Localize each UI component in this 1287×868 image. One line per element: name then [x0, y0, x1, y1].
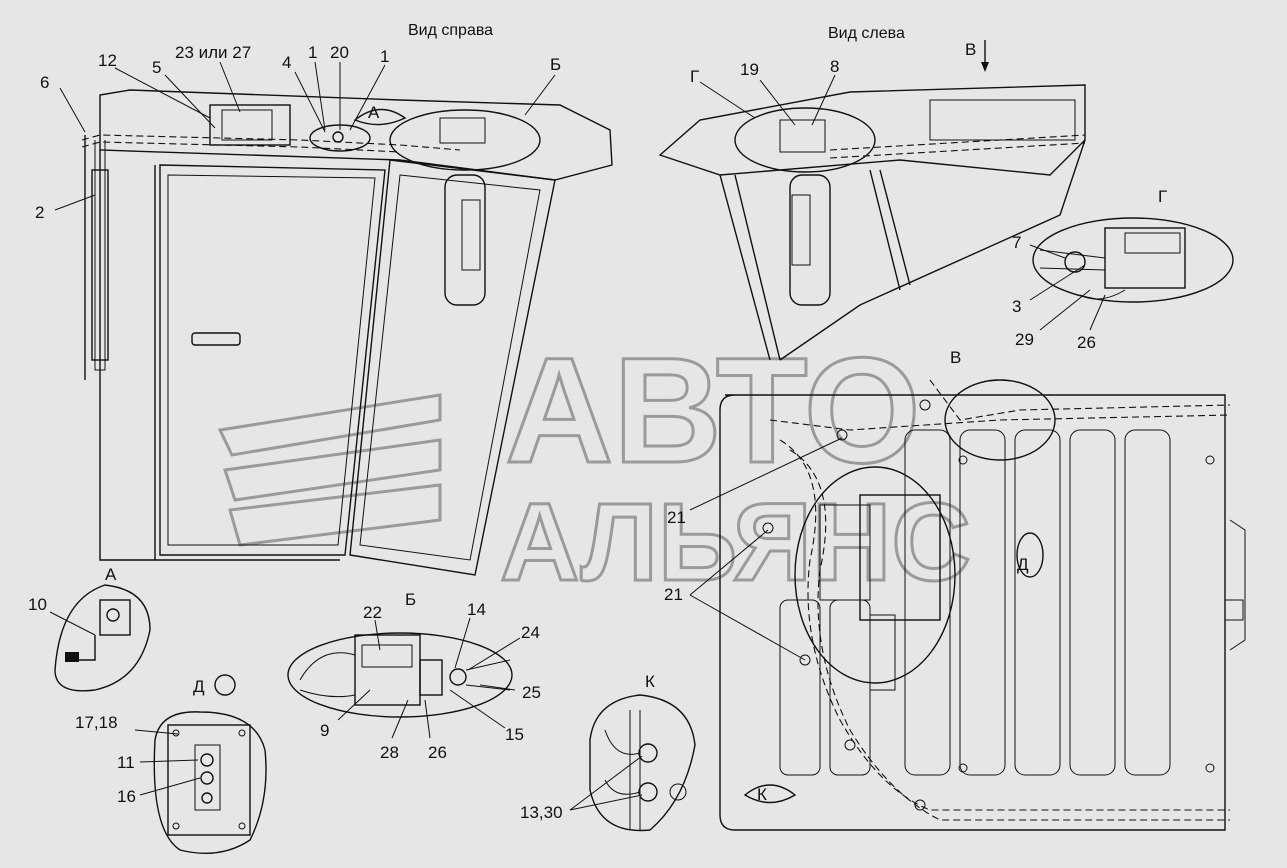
label-1-a: 1: [308, 43, 317, 62]
label-10: 10: [28, 595, 47, 614]
label-7: 7: [1012, 233, 1021, 252]
label-24: 24: [521, 623, 540, 642]
arrow-a-marker: [353, 108, 407, 126]
watermark-logo: [217, 393, 442, 547]
watermark-line1: АВТО: [505, 326, 921, 494]
label-1-b: 1: [380, 47, 389, 66]
label-v-top: В: [965, 40, 976, 59]
label-3: 3: [1012, 297, 1021, 316]
label-15: 15: [505, 725, 524, 744]
label-12: 12: [98, 51, 117, 70]
label-k-arrow: К: [757, 785, 767, 804]
label-19: 19: [740, 60, 759, 79]
callout-labels: 6 12 5 23 или 27 4 1 20 1 А Б 2 Г 19 8 В…: [28, 40, 1167, 822]
label-b-detail: Б: [405, 590, 416, 609]
watermark: АВТО АЛЬЯНС: [217, 325, 972, 606]
detail-d-panel: [153, 711, 267, 855]
label-d-small: Д: [193, 677, 205, 696]
detail-a: [54, 584, 151, 692]
label-11: 11: [117, 753, 135, 772]
label-25: 25: [522, 683, 541, 702]
label-17-18: 17,18: [75, 713, 118, 732]
label-d-frame: Д: [1017, 555, 1029, 574]
label-g-top: Г: [690, 67, 699, 86]
circle-d-small: [214, 674, 236, 696]
label-22: 22: [363, 603, 382, 622]
label-13-30: 13,30: [520, 803, 563, 822]
roof-top-view: [719, 379, 1246, 831]
label-a-detail: А: [105, 565, 117, 584]
label-26-g: 26: [1077, 333, 1096, 352]
view-right-title: Вид справа: [408, 22, 493, 39]
label-29: 29: [1015, 330, 1034, 349]
label-28: 28: [380, 743, 399, 762]
leader-lines: [49, 61, 1106, 811]
label-21-a: 21: [667, 508, 686, 527]
label-6: 6: [40, 73, 49, 92]
label-a-arrow: А: [368, 103, 380, 122]
door-handle: [191, 332, 241, 346]
right-view-cab: [81, 89, 613, 576]
left-view-cab: [658, 40, 1086, 361]
label-16: 16: [117, 787, 136, 806]
label-23-or-27: 23 или 27: [175, 43, 251, 62]
label-9: 9: [320, 721, 329, 740]
detail-g: [1032, 217, 1234, 303]
label-2: 2: [35, 203, 44, 222]
watermark-line2: АЛЬЯНС: [500, 481, 971, 604]
detail-b: [287, 632, 513, 718]
label-k-detail: К: [645, 672, 655, 691]
label-21-b: 21: [664, 585, 683, 604]
label-5: 5: [152, 58, 161, 77]
detail-k: [589, 694, 696, 832]
label-v-frame: В: [950, 348, 961, 367]
label-8: 8: [830, 57, 839, 76]
label-20: 20: [330, 43, 349, 62]
label-b-top: Б: [550, 55, 561, 74]
view-left-title: Вид слева: [828, 25, 905, 42]
label-g-detail: Г: [1158, 187, 1167, 206]
detail-b-callout: [389, 109, 541, 171]
label-26-b: 26: [428, 743, 447, 762]
label-14: 14: [467, 600, 486, 619]
label-4: 4: [282, 53, 291, 72]
